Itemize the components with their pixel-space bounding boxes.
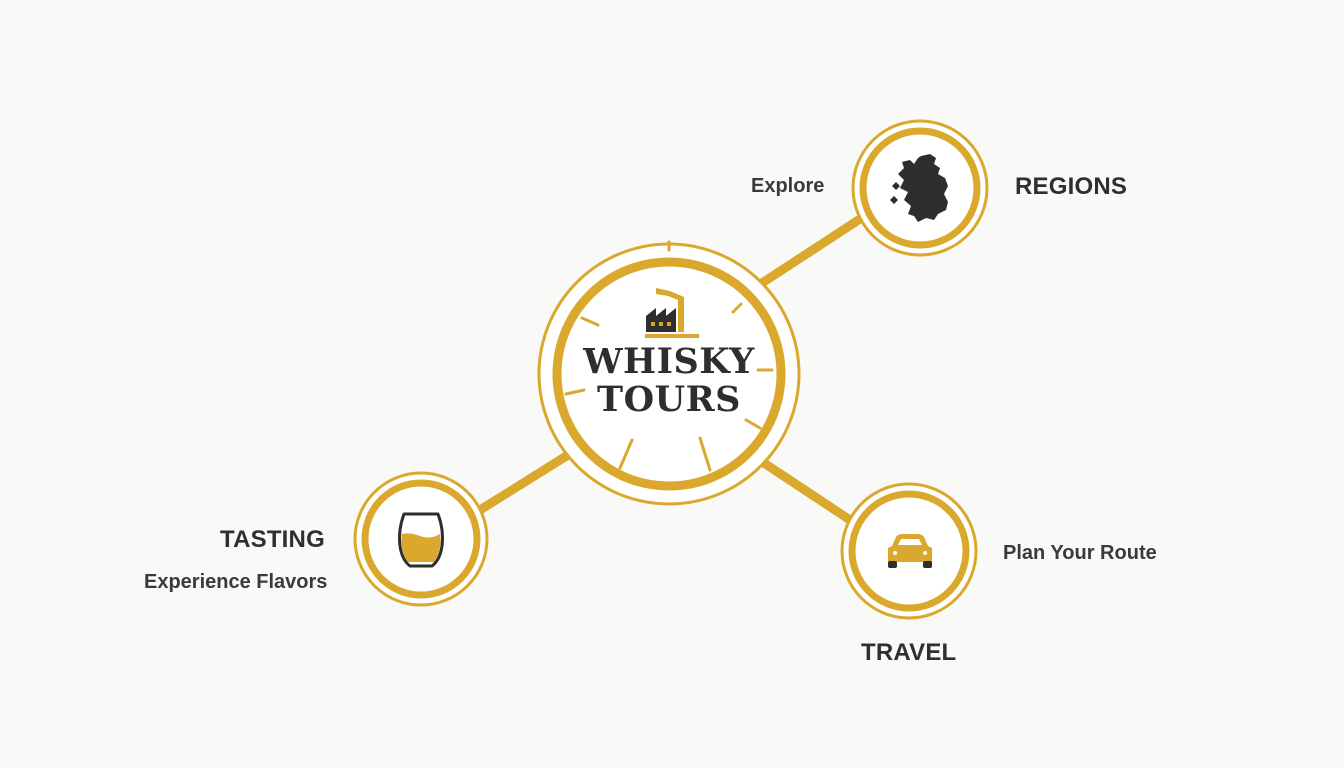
regions-title: REGIONS — [1015, 173, 1128, 200]
center-ticks — [564, 240, 774, 472]
whisky-glass-icon — [398, 512, 444, 568]
node-tasting — [353, 471, 489, 607]
tasting-title: TASTING — [220, 526, 325, 553]
node-regions — [851, 119, 989, 257]
scotland-map-icon — [890, 154, 948, 222]
travel-subtitle: Plan Your Route — [1003, 542, 1157, 564]
center-title-line2: TOURS — [597, 379, 741, 420]
center-title-line1: WHISKY — [583, 341, 755, 382]
center-inner-ring — [552, 257, 786, 491]
travel-title: TRAVEL — [861, 639, 957, 666]
car-icon — [888, 534, 932, 568]
connector-tasting — [475, 450, 573, 515]
node-travel — [840, 482, 978, 620]
regions-subtitle: Explore — [751, 175, 825, 197]
connector-regions — [757, 214, 865, 288]
connector-travel — [759, 458, 855, 525]
distillery-icon — [645, 288, 699, 338]
tasting-subtitle: Experience Flavors — [144, 571, 328, 593]
center-hub — [537, 240, 801, 506]
connectors — [475, 214, 865, 525]
